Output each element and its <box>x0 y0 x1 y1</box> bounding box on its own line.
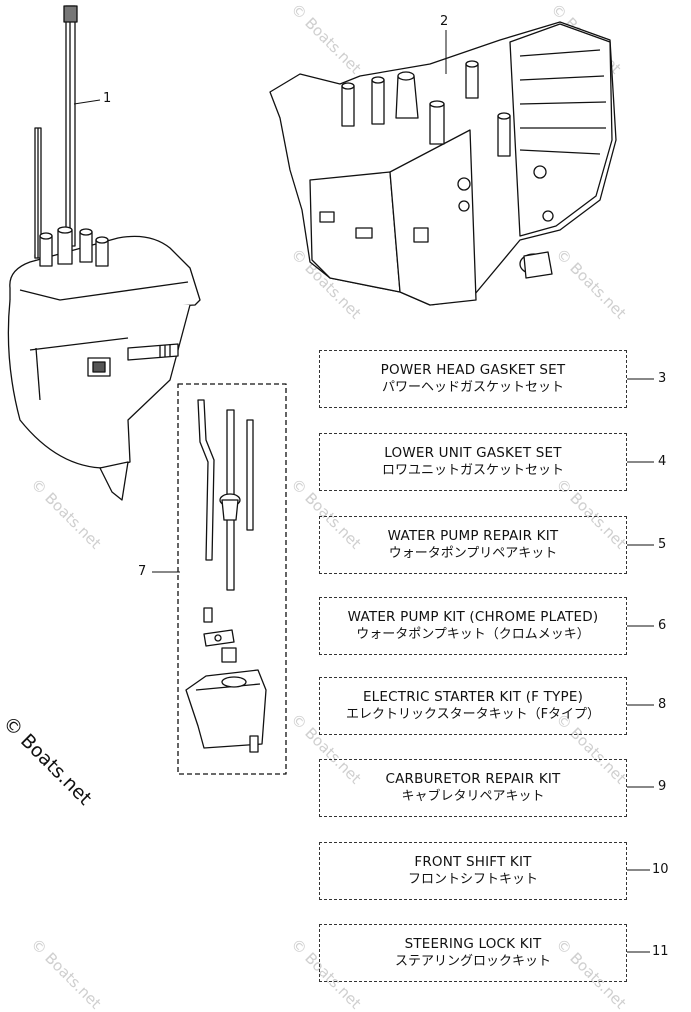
kit-name-en: CARBURETOR REPAIR KIT <box>385 771 561 787</box>
parts-illustration <box>7 5 654 953</box>
kit-name-jp: パワーヘッドガスケットセット <box>381 380 564 395</box>
callout-1: 1 <box>103 91 112 106</box>
kit-name-jp: ロワユニットガスケットセット <box>381 463 564 478</box>
water-pump-group-drawing <box>152 383 287 775</box>
callout-7: 7 <box>138 564 147 579</box>
kit-name-en: POWER HEAD GASKET SET <box>380 362 566 378</box>
power-head-drawing <box>269 21 617 306</box>
kit-name-en: WATER PUMP REPAIR KIT <box>387 528 559 544</box>
diagram-stage: © Boats.net © Boats.net © Boats.net © Bo… <box>0 0 669 1012</box>
kit-name-jp: フロントシフトキット <box>407 872 538 887</box>
kit-callout-9: 9 <box>658 779 667 794</box>
kit-callout-8: 8 <box>658 697 667 712</box>
kit-callout-3: 3 <box>658 371 667 386</box>
kit-power-head-gasket-set: POWER HEAD GASKET SET パワーヘッドガスケットセット <box>319 350 627 408</box>
kit-name-jp: キャブレタリペアキット <box>401 789 545 804</box>
kit-electric-starter-kit: ELECTRIC STARTER KIT (F TYPE) エレクトリックスター… <box>319 677 627 735</box>
kit-front-shift-kit: FRONT SHIFT KIT フロントシフトキット <box>319 842 627 900</box>
kit-name-en: STEERING LOCK KIT <box>404 936 542 952</box>
kit-lower-unit-gasket-set: LOWER UNIT GASKET SET ロワユニットガスケットセット <box>319 433 627 491</box>
kit-callout-4: 4 <box>658 454 667 469</box>
kit-name-jp: ウォータポンプキット（クロムメッキ） <box>356 627 590 642</box>
kit-water-pump-kit-chrome: WATER PUMP KIT (CHROME PLATED) ウォータポンプキッ… <box>319 597 627 655</box>
kit-water-pump-repair-kit: WATER PUMP REPAIR KIT ウォータポンプリペアキット <box>319 516 627 574</box>
kit-callout-6: 6 <box>658 618 667 633</box>
kit-callout-11: 11 <box>652 944 669 959</box>
kit-callout-5: 5 <box>658 537 667 552</box>
kit-carburetor-repair-kit: CARBURETOR REPAIR KIT キャブレタリペアキット <box>319 759 627 817</box>
callout-2: 2 <box>440 14 449 29</box>
kit-name-en: ELECTRIC STARTER KIT (F TYPE) <box>362 689 584 705</box>
kit-steering-lock-kit: STEERING LOCK KIT ステアリングロックキット <box>319 924 627 982</box>
kit-name-jp: ウォータポンプリペアキット <box>388 546 558 561</box>
kit-callout-10: 10 <box>652 862 669 877</box>
kit-name-jp: エレクトリックスタータキット（Fタイプ） <box>345 707 601 722</box>
lower-unit-drawing <box>7 5 201 501</box>
kit-name-en: FRONT SHIFT KIT <box>414 854 532 870</box>
kit-name-en: LOWER UNIT GASKET SET <box>384 445 562 461</box>
kit-name-jp: ステアリングロックキット <box>394 954 551 969</box>
kit-name-en: WATER PUMP KIT (CHROME PLATED) <box>347 609 599 625</box>
kit-leader-lines <box>627 378 654 953</box>
